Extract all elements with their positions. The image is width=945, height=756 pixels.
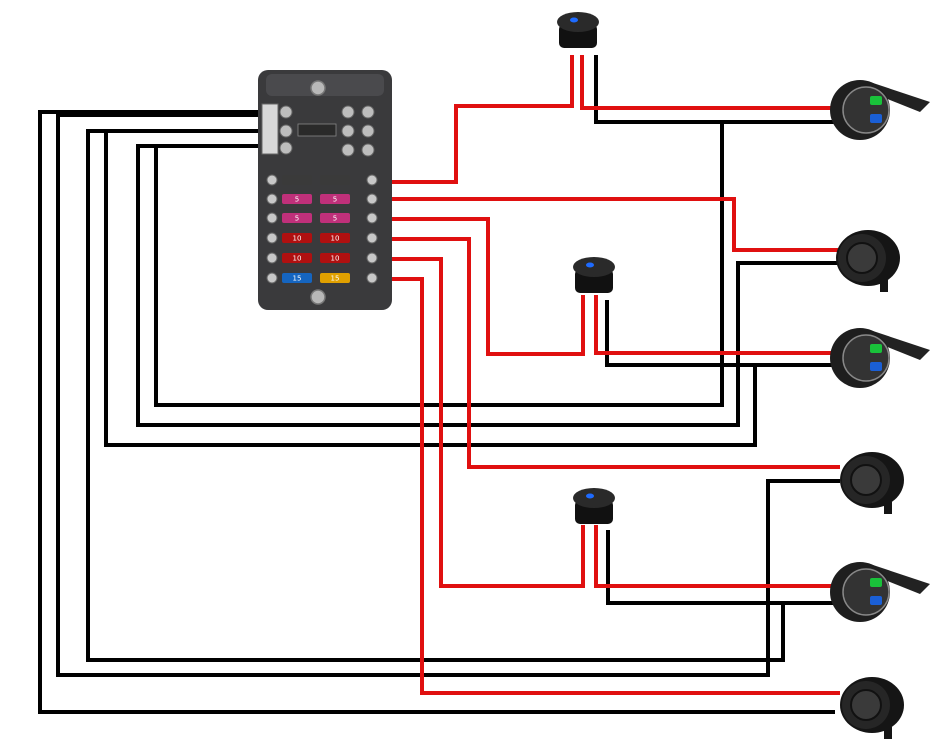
- fuse-terminal-left: [266, 252, 278, 264]
- top-stud-icon: [310, 80, 326, 96]
- fuse-terminal-right: [366, 272, 378, 284]
- fuse-left-rating: 10: [293, 235, 302, 243]
- fuse-right: [320, 213, 350, 223]
- red-wire-fuse-6: [372, 277, 840, 695]
- red-wire-fuse-2: [372, 197, 840, 252]
- fuse-terminal-left: [266, 212, 278, 224]
- fuse-right: [320, 273, 350, 283]
- rocker-switch-icon: [573, 257, 615, 293]
- fuse-left-rating: 15: [293, 275, 302, 283]
- ground-wire-4: [86, 129, 840, 662]
- bottom-stud-icon: [310, 289, 326, 305]
- fuse-terminal-left: [266, 193, 278, 205]
- red-wire-switch-3-out: [594, 525, 840, 588]
- red-wire-fuse-4: [372, 237, 840, 469]
- ground-wire-6: [38, 110, 835, 714]
- fuse-left-rating: 10: [293, 255, 302, 263]
- fuse-right: [320, 194, 350, 204]
- fuse-right-rating: 10: [331, 255, 340, 263]
- fuse-left: [282, 233, 312, 243]
- switch-1-ground: [594, 55, 722, 124]
- fuse-terminal-left: [266, 232, 278, 244]
- fuse-left: [282, 194, 312, 204]
- fuse-terminal-left: [266, 174, 278, 186]
- red-wire-switch-1-out: [580, 55, 840, 110]
- fuse-left: [282, 175, 312, 185]
- fuse-left-rating: 5: [295, 215, 299, 223]
- fuse-right-rating: 5: [333, 215, 337, 223]
- fuse-left-rating: 5: [295, 196, 299, 204]
- fuse-terminal-left: [266, 272, 278, 284]
- switch-3-ground: [606, 530, 783, 605]
- red-wire-fuse-5: [372, 257, 585, 588]
- ground-wire-3: [104, 129, 840, 447]
- positive-wires: [372, 55, 840, 695]
- fuse-block: 5 5 5 5 10 10 10 10 15 15: [258, 70, 392, 310]
- outlets: [830, 80, 930, 739]
- dual-usb-outlet-icon: [830, 562, 930, 622]
- rocker-switch-icon: [557, 12, 599, 48]
- fuse-right: [320, 253, 350, 263]
- cigarette-socket-icon: [836, 230, 900, 292]
- rocker-switch-icon: [573, 488, 615, 524]
- fuse-right-rating: 15: [331, 275, 340, 283]
- fuse-left: [282, 253, 312, 263]
- switch-2-ground: [605, 300, 755, 367]
- fuse-right: [320, 233, 350, 243]
- dual-usb-outlet-icon: [830, 80, 930, 140]
- fuse-terminal-right: [366, 212, 378, 224]
- cigarette-socket-icon: [840, 677, 904, 739]
- fuse-terminal-right: [366, 193, 378, 205]
- cigarette-socket-icon: [840, 452, 904, 514]
- ground-bus-right: [341, 105, 375, 157]
- fuse-right-rating: 5: [333, 196, 337, 204]
- brand-plate: [297, 123, 337, 137]
- ground-wire-5: [56, 113, 840, 677]
- fuse-left: [282, 273, 312, 283]
- fuse-left: [282, 213, 312, 223]
- fuse-terminal-right: [366, 174, 378, 186]
- fuse-rows: 5 5 5 5 10 10 10 10 15 15: [266, 174, 378, 284]
- red-wire-switch-2-out: [594, 295, 840, 355]
- fuse-terminal-right: [366, 252, 378, 264]
- red-wire-fuse-1: [372, 55, 574, 184]
- switches: [557, 12, 615, 524]
- fuse-right-rating: 10: [331, 235, 340, 243]
- ground-bus-left: [261, 103, 293, 155]
- red-wire-fuse-3: [372, 217, 585, 356]
- fuse-right: [320, 175, 350, 185]
- dual-usb-outlet-icon: [830, 328, 930, 388]
- fuse-terminal-right: [366, 232, 378, 244]
